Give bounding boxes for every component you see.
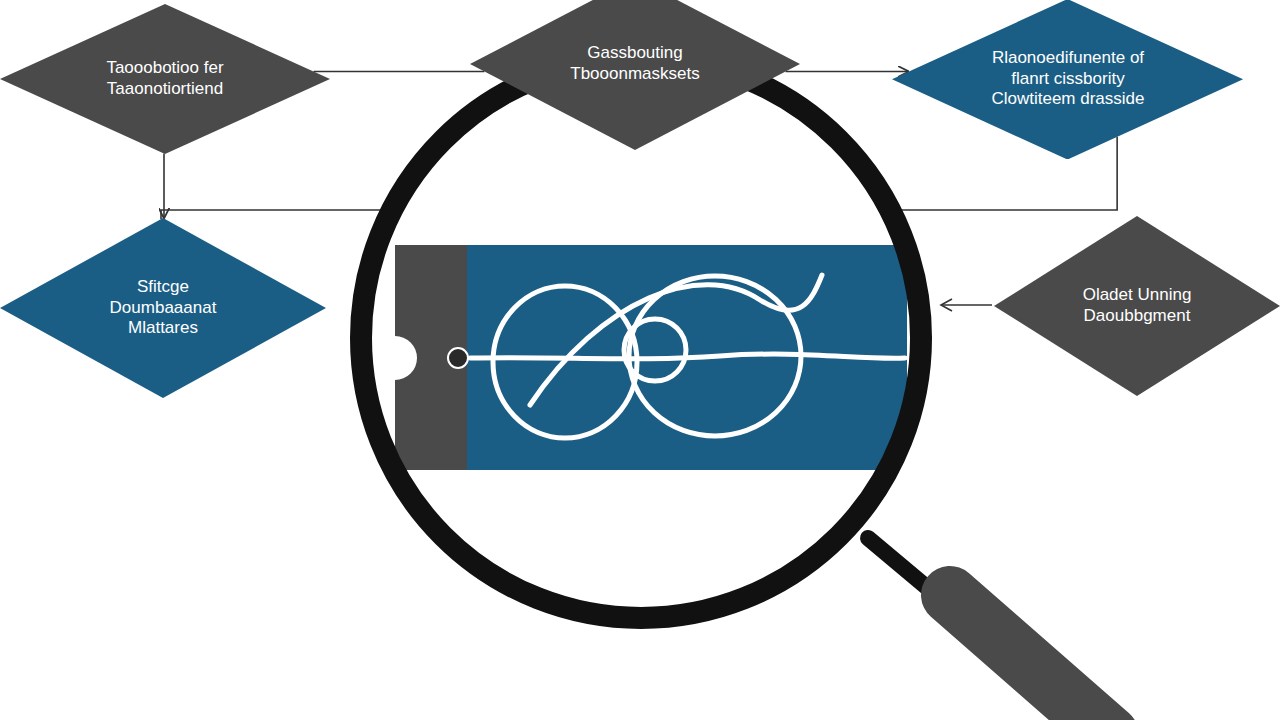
decision-diamond: Taooobotioo fer Taaonotiortiend — [0, 4, 330, 154]
band-grey — [395, 245, 467, 470]
diamond-fill — [0, 4, 330, 154]
lens-neck — [868, 538, 930, 590]
diamond-fill — [0, 218, 326, 398]
pointer-line — [942, 304, 992, 306]
decision-diamond: Sfitcge Doumbaaanat Mlattares — [0, 218, 326, 398]
band-blue — [467, 245, 907, 470]
text-group: Gassbouting Tbooonmasksets — [555, 43, 715, 84]
knot-end-dot — [448, 348, 468, 368]
text-group: Rlaonoedifunente of flanrt cissbority Cl… — [983, 48, 1153, 110]
node-label: Sfitcge Doumbaaanat Mlattares — [88, 277, 238, 339]
band-notch — [395, 336, 417, 380]
pointer-head — [941, 299, 952, 311]
node-label: Rlaonoedifunente of flanrt cissbority Cl… — [983, 48, 1153, 110]
flow-connector — [314, 71, 485, 73]
node-label: Gassbouting Tbooonmasksets — [555, 43, 715, 84]
diamond-fill — [994, 216, 1280, 396]
text-group: Oladet Unning Daoubbgment — [1062, 285, 1212, 326]
flow-connector — [786, 71, 909, 73]
flow-connector — [163, 154, 165, 219]
text-group: Sfitcge Doumbaaanat Mlattares — [88, 277, 238, 339]
text-group: Taooobotioo fer Taaonotiortiend — [90, 58, 240, 99]
diamond-fill — [470, 0, 800, 150]
diamond-fill — [892, 0, 1243, 159]
node-label: Oladet Unning Daoubbgment — [1062, 285, 1212, 326]
decision-diamond: Oladet Unning Daoubbgment — [994, 216, 1280, 396]
decision-diamond: Gassbouting Tbooonmasksets — [470, 0, 800, 150]
lens-handle — [950, 595, 1110, 720]
decision-diamond: Rlaonoedifunente of flanrt cissbority Cl… — [892, 0, 1243, 159]
node-label: Taooobotioo fer Taaonotiortiend — [90, 58, 240, 99]
knot-drawing — [470, 275, 905, 438]
